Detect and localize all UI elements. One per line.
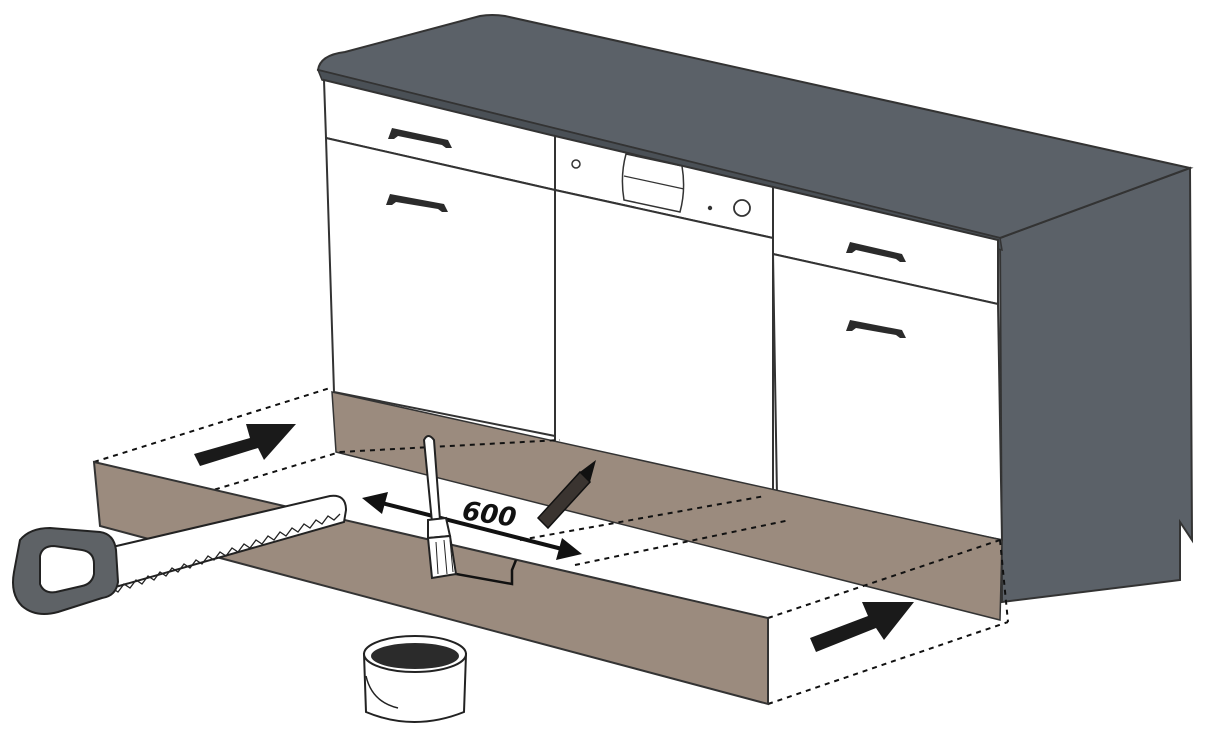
left-cabinet — [322, 78, 556, 438]
kitchen-cabinet-unit — [316, 14, 1194, 604]
dimension-label: 600 — [460, 496, 518, 533]
dimension-arrowhead-right — [556, 538, 582, 560]
dishwasher — [554, 134, 774, 498]
installed-plinth — [331, 391, 1003, 621]
dishwasher-power-button — [733, 199, 751, 217]
saw-teeth — [111, 513, 341, 593]
left-drawer-handle — [388, 128, 452, 148]
guide-right-top — [767, 539, 1001, 619]
guide-right-edge — [999, 539, 1009, 623]
dimension-arrowhead-left — [362, 492, 388, 514]
right-drawer-handle — [846, 242, 906, 262]
saw-handle — [12, 526, 120, 615]
brush-icon — [422, 435, 458, 580]
arrow-icon — [810, 602, 914, 652]
left-door — [324, 136, 556, 438]
dimension-arrow-shaft — [377, 500, 567, 552]
paint-bucket-handle — [365, 675, 399, 709]
saw-icon — [12, 494, 348, 615]
countertop — [316, 14, 1194, 240]
dishwasher-status-dot — [707, 205, 713, 211]
paint-bucket-icon — [362, 635, 468, 723]
brush-bristles — [426, 534, 458, 580]
dishwasher-handle-recess — [621, 153, 685, 213]
dishwasher-handle-line — [623, 175, 685, 190]
guide-back-right — [574, 519, 791, 566]
guide-right-bottom — [767, 621, 1009, 705]
arrow-icon — [194, 424, 296, 466]
saw-blade — [106, 494, 348, 590]
paint-bucket-paint — [371, 643, 459, 669]
pencil-icon — [536, 460, 596, 530]
brush-handle — [422, 435, 442, 524]
pencil-tip — [580, 460, 596, 482]
direction-arrows — [194, 424, 914, 652]
guide-back-left — [339, 439, 561, 453]
dimension-line: 600 — [362, 492, 582, 560]
left-door-handle — [386, 194, 448, 212]
cabinet-side-panel — [998, 166, 1194, 604]
guide-left-top — [93, 387, 331, 463]
dishwasher-indicator-light — [571, 159, 581, 169]
right-cabinet — [771, 185, 1004, 542]
guide-back-center — [519, 495, 766, 541]
right-door-handle — [846, 320, 906, 338]
brush-ferrule — [427, 516, 452, 540]
brush-bristle-lines — [435, 539, 454, 575]
